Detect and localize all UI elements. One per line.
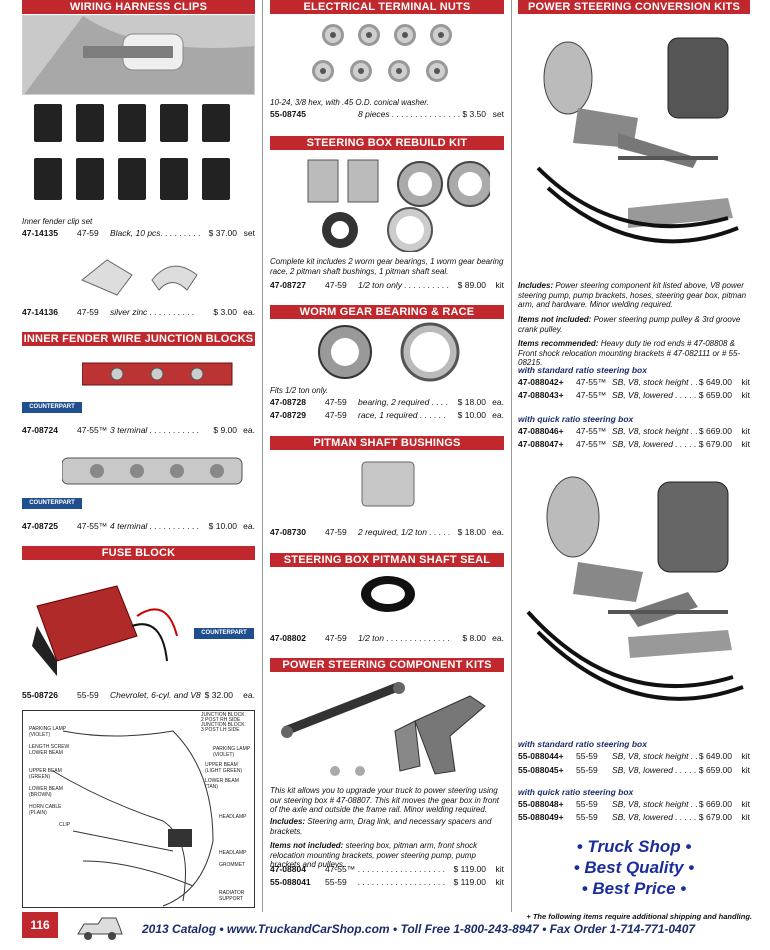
product-row: 55-088044+55-59 SB, V8, stock height . .… [518, 751, 750, 761]
junction-block-3-icon [82, 362, 233, 386]
not-included-text: Items not included: Power steering pump … [518, 315, 741, 334]
section-header: STEERING BOX REBUILD KIT [270, 136, 504, 150]
truck-logo-icon [77, 917, 123, 940]
subheading: with standard ratio steering box [518, 365, 647, 375]
column-right: POWER STEERING CONVERSION KITS Includes:… [518, 0, 750, 912]
counterpart-logo: COUNTERPART [22, 498, 82, 509]
section-header: WORM GEAR BEARING & RACE [270, 305, 504, 319]
rebuild-kit-icon [307, 159, 490, 252]
subheading: with standard ratio steering box [518, 739, 647, 749]
section-header: FUSE BLOCK [22, 546, 255, 560]
counterpart-logo: COUNTERPART [194, 628, 254, 639]
junction-block-4-icon [62, 457, 243, 485]
wiring-clip-icon [23, 16, 254, 94]
bearing-race-icon [318, 322, 460, 382]
footer-contact: 2013 Catalog • www.TruckandCarShop.com •… [142, 922, 696, 936]
product-row: 55-08745 8 pieces . . . . . . . . . . . … [270, 109, 504, 119]
bushing-icon [361, 461, 415, 507]
slogan: • Truck Shop • • Best Quality • • Best P… [573, 837, 695, 898]
product-row: 47-088046+47-55™ SB, V8, stock height . … [518, 426, 750, 436]
diagram-drawing-icon [52, 730, 214, 907]
section-header: POWER STEERING COMPONENT KITS [270, 658, 504, 672]
column-divider [511, 0, 512, 912]
section-header: WIRING HARNESS CLIPS [22, 0, 255, 14]
product-description: Fits 1/2 ton only. [270, 386, 329, 395]
column-divider [262, 0, 263, 912]
component-kit-icon [281, 681, 486, 776]
column-left: WIRING HARNESS CLIPS Inner fender clip s… [22, 0, 255, 912]
page-number: 116 [22, 912, 58, 938]
wiring-diagram: JUNCTION BLOCK 2 POST RH SIDE JUNCTION B… [22, 710, 255, 908]
product-description: 10-24, 3/8 hex, with .45 O.D. conical wa… [270, 98, 429, 107]
clip-set-photo [30, 100, 250, 210]
counterpart-logo: COUNTERPART [22, 402, 82, 413]
product-row: 55-088045+55-59 SB, V8, lowered . . . . … [518, 765, 750, 775]
fuse-block-icon [32, 585, 178, 676]
product-row: 47-088043+47-55™ SB, V8, lowered . . . .… [518, 390, 750, 400]
product-row: 55-088048+55-59 SB, V8, stock height . .… [518, 799, 750, 809]
product-row: 47-088047+47-55™ SB, V8, lowered . . . .… [518, 439, 750, 449]
includes-text: Includes: Steering arm, Drag link, and n… [270, 817, 492, 836]
footer: 116 2013 Catalog • www.TruckandCarShop.c… [0, 912, 770, 950]
silver-clip-icon [81, 259, 198, 296]
subheading: with quick ratio steering box [518, 787, 634, 797]
seal-icon [361, 576, 415, 612]
subheading: with quick ratio steering box [518, 414, 634, 424]
conversion-kit-1959-icon [526, 476, 744, 701]
not-included-text: Items not included: steering box, pitman… [270, 841, 478, 869]
terminal-nuts-photo [312, 22, 470, 92]
product-description: This kit allows you to upgrade your truc… [270, 786, 500, 814]
column-middle: ELECTRICAL TERMINAL NUTS 10-24, 3/8 hex,… [270, 0, 504, 912]
section-header: POWER STEERING CONVERSION KITS [518, 0, 750, 14]
product-row: 47-088042+47-55™ SB, V8, stock height . … [518, 377, 750, 387]
section-header: ELECTRICAL TERMINAL NUTS [270, 0, 504, 14]
recommended-text: Items recommended: Heavy duty tie rod en… [518, 339, 741, 367]
shipping-note: + The following items require additional… [526, 912, 752, 921]
section-header: STEERING BOX PITMAN SHAFT SEAL [270, 553, 504, 567]
product-row: 55-088049+55-59 SB, V8, lowered . . . . … [518, 812, 750, 822]
section-header: INNER FENDER WIRE JUNCTION BLOCKS [22, 332, 255, 346]
product-description: Complete kit includes 2 worm gear bearin… [270, 257, 504, 276]
wiring-clip-photo [22, 15, 255, 95]
product-description: Inner fender clip set [22, 217, 93, 226]
conversion-kit-1955-icon [536, 37, 739, 244]
includes-text: Includes: Power steering component kit l… [518, 281, 747, 309]
section-header: PITMAN SHAFT BUSHINGS [270, 436, 504, 450]
